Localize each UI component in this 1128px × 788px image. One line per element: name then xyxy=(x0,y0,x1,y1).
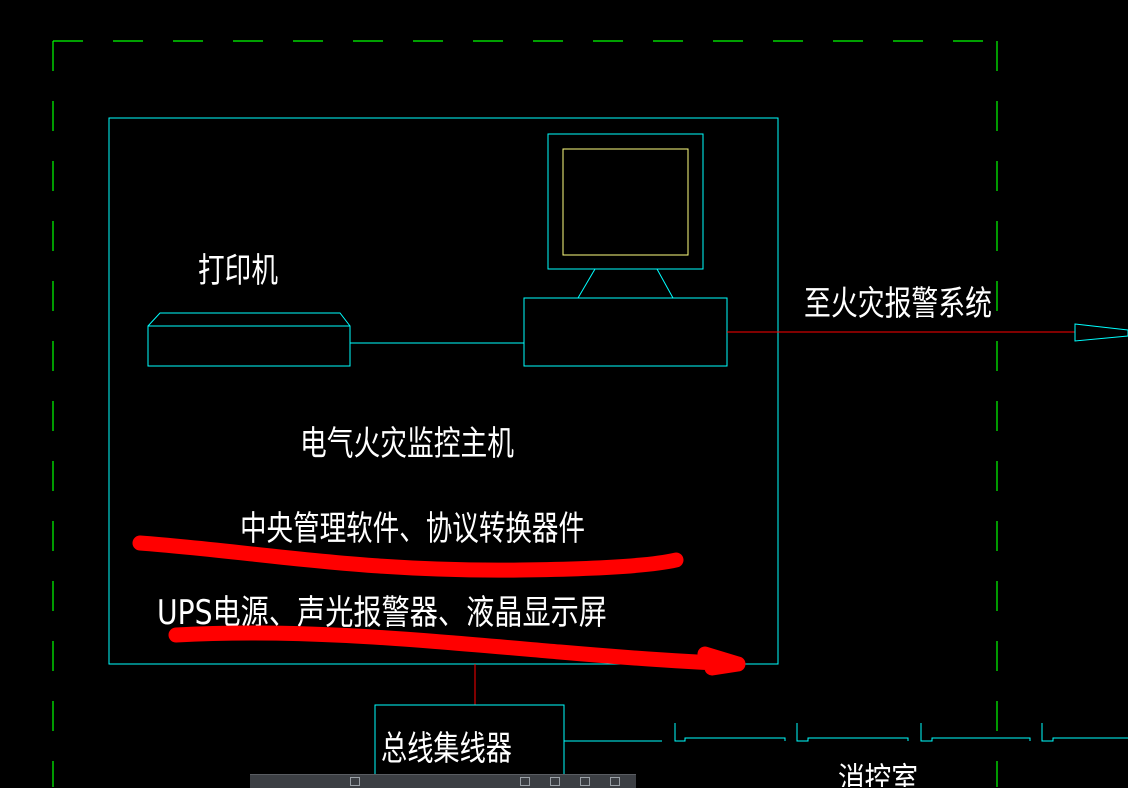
highlight-mark-2 xyxy=(168,625,746,676)
taskbar xyxy=(250,774,636,788)
printer-icon xyxy=(147,312,351,367)
control-room-boundary xyxy=(52,40,998,787)
host-enclosure xyxy=(108,117,779,665)
window-icon[interactable] xyxy=(580,777,590,786)
bus-hub-box xyxy=(374,704,565,787)
arrow-icon xyxy=(1074,323,1128,342)
monitor-icon xyxy=(547,133,704,299)
fire-alarm-system-label: 至火灾报警系统 xyxy=(804,284,992,324)
window-icon[interactable] xyxy=(520,777,530,786)
bus-line xyxy=(564,723,1128,742)
control-room-label: 消控室 xyxy=(838,760,918,787)
window-icon[interactable] xyxy=(610,777,620,786)
host-label: 电气火灾监控主机 xyxy=(300,424,514,464)
software-label: 中央管理软件、协议转换器件 xyxy=(240,509,585,549)
window-icon[interactable] xyxy=(550,777,560,786)
highlight-mark-1 xyxy=(132,535,684,578)
printer-label: 打印机 xyxy=(198,251,278,291)
window-icon[interactable] xyxy=(350,777,360,786)
bus-hub-label: 总线集线器 xyxy=(381,729,512,769)
